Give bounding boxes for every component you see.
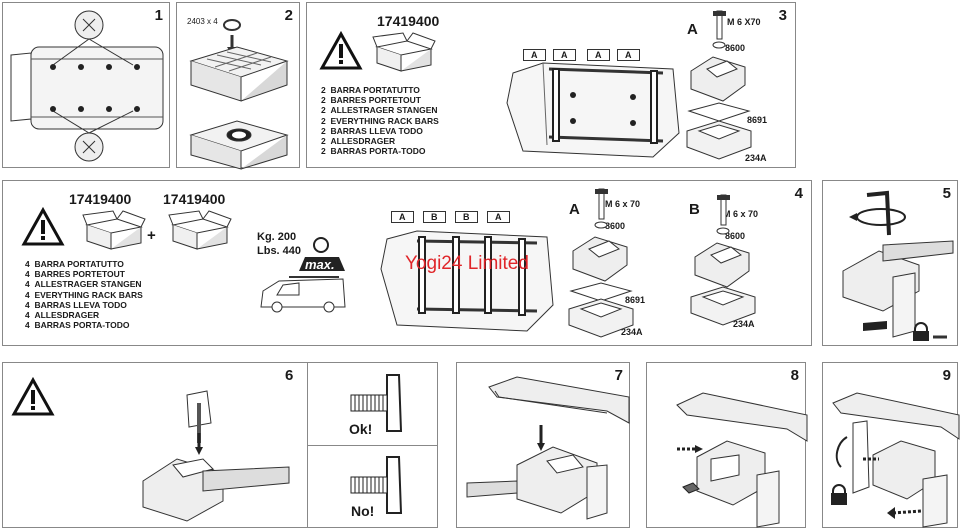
bar-label: A [391,211,414,223]
list-item: 4 ALLESTRAGER STANGEN [25,279,142,290]
list-item: 2 EVERYTHING RACK BARS [321,115,439,126]
panel-9: 9 [822,362,960,528]
step-number: 3 [778,7,787,24]
foot-assembly-b-illustration [690,194,756,326]
step-number: 2 [284,7,293,24]
bar-label: B [423,211,446,223]
list-item: 4 ALLESDRAGER [25,310,100,321]
warning-triangle-icon [319,30,363,70]
list-item: 2 ALLESDRAGER [321,136,396,147]
correct-label: Ok! [349,421,373,437]
bolt-label: M 6 X70 [727,17,761,27]
list-item: 2 BARRAS PORTA-TODO [321,146,426,157]
watermark: Yogi24 Limited [405,253,529,274]
pad-label: 8691 [625,295,646,305]
box-icon [372,32,436,72]
bar-label: B [455,211,478,223]
plus-sign: + [147,227,156,244]
divider [307,445,437,446]
panel-1: 1 [2,2,170,168]
panel-2: 2 2403 x 4 [176,2,300,170]
kit-code: 17419400 [377,13,440,29]
max-load-badge: max. [305,257,335,272]
warning-triangle-icon [21,206,65,246]
pad-label: 8691 [747,115,768,125]
list-item: 2 BARRAS LLEVA TODO [321,125,423,136]
foot-label: 234A [621,327,643,337]
bar-label: A [487,211,510,223]
max-load-kg: Kg. 200 [257,231,297,243]
kit-code: 17419400 [163,191,226,207]
panel-3: 3 17419400 2 BARRA PORTATUTTO 2 BARRES P… [306,2,796,168]
panel-6: 6 Ok! No! [2,362,438,528]
step-number: 9 [942,367,951,384]
step-number: 5 [942,185,951,202]
panel-8: 8 [646,362,808,528]
box-icon [168,210,232,250]
allen-key-tightening-illustration [842,190,954,341]
van-side-view-illustration [260,276,346,313]
variant-label: B [689,201,700,218]
list-item: 4 BARRES PORTETOUT [25,269,125,280]
list-item: 4 BARRAS LLEVA TODO [25,299,127,310]
bar-label: A [523,49,546,61]
box-icon [82,210,146,250]
list-item: 4 BARRAS PORTA-TODO [25,320,130,331]
incorrect-label: No! [351,503,375,519]
panel-7: 7 [456,362,630,528]
washer-label: 8600 [725,231,746,241]
incorrect-bolt-illustration [350,456,403,514]
step-number: 8 [790,367,799,384]
foot-assembly-a-illustration [568,188,634,338]
contents-list: 4 BARRA PORTATUTTO 4 BARRES PORTETOUT 4 … [25,259,143,330]
bar-label: A [587,49,610,61]
washer-label: 8600 [605,221,626,231]
foot-label: 234A [745,153,767,163]
list-item: 2 ALLESTRAGER STANGEN [321,105,438,116]
foot-insert-illustration [189,19,289,170]
kit-code: 17419400 [69,191,132,207]
weight-icon [299,237,345,271]
warning-triangle-icon [11,376,55,416]
t-bolt-insertion-illustration [142,390,290,522]
correct-bolt-illustration [350,374,403,432]
bar-label: A [617,49,640,61]
panel-5: 5 [822,180,958,346]
insert-quantity-note: 2403 x 4 [187,17,218,26]
bar-onto-foot-illustration [466,376,630,520]
van-with-two-bars-illustration [506,62,680,158]
step-number: 4 [794,185,803,202]
foot-label: 234A [733,319,755,329]
step-number: 7 [614,367,623,384]
variant-label: A [569,201,580,218]
panel-4: 4 17419400 17419400 + 4 BARRA PORTATUTTO… [2,180,812,346]
list-item: 4 BARRA PORTATUTTO [25,259,124,269]
contents-list: 2 BARRA PORTATUTTO 2 BARRES PORTETOUT 2 … [321,85,439,156]
variant-label: A [687,21,698,38]
foot-assembly-exploded-illustration [686,10,752,160]
list-item: 2 BARRES PORTETOUT [321,95,421,106]
van-with-four-bars-illustration [380,230,554,332]
list-item: 2 BARRA PORTATUTTO [321,85,420,95]
max-load-lbs: Lbs. 440 [257,245,302,257]
clamp-attachment-illustration [676,392,808,528]
bolt-label: M 6 x 70 [605,199,641,209]
van-roof-top-view-illustration [10,10,164,162]
list-item: 4 EVERYTHING RACK BARS [25,289,143,300]
step-number: 6 [285,367,294,384]
washer-label: 8600 [725,43,746,53]
bar-label: A [553,49,576,61]
step-number: 1 [154,7,163,24]
bolt-label: M 6 x 70 [723,209,759,219]
lock-and-tighten-illustration [831,392,960,528]
